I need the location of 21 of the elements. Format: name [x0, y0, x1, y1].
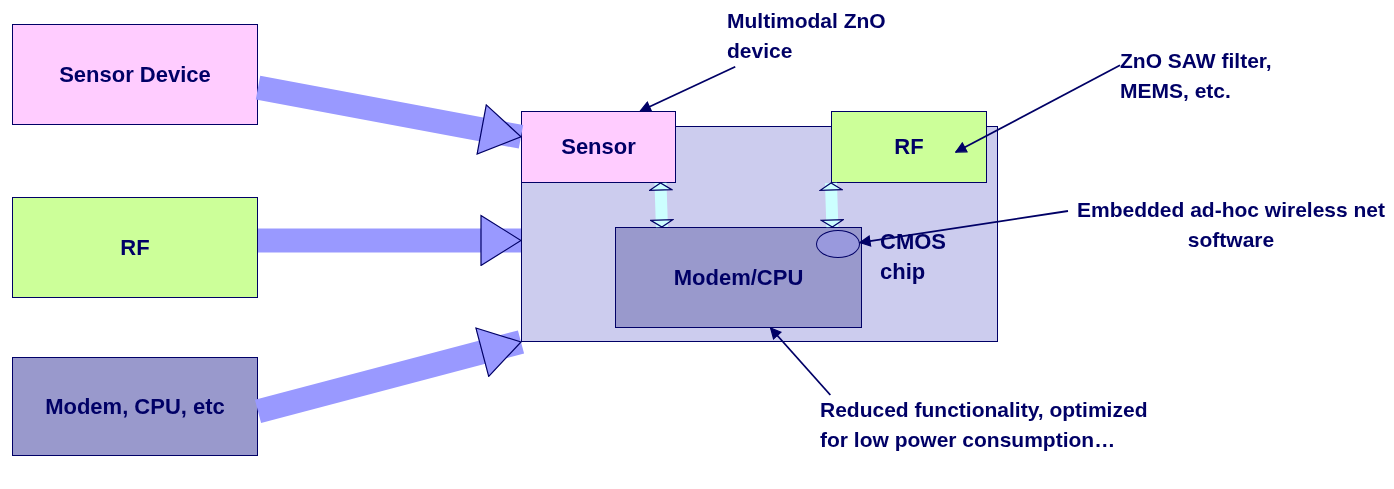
leader-line: [954, 64, 1121, 153]
block-arrow: [258, 214, 522, 267]
component-box: Sensor: [521, 111, 676, 183]
leader-line: [639, 65, 737, 112]
callout-text: Multimodal ZnO device: [727, 6, 892, 70]
double-arrow: [819, 182, 844, 228]
device-box: RF: [12, 197, 258, 298]
callout-text: ZnO SAW filter, MEMS, etc.: [1120, 46, 1340, 110]
processor-box: Modem/CPU: [615, 227, 862, 328]
callout-text: Reduced functionality, optimized for low power consumption…: [820, 395, 1165, 489]
callout-text: Embedded ad-hoc wireless net software: [1068, 195, 1394, 259]
double-arrow: [649, 182, 674, 228]
chip-label: CMOS chip: [880, 228, 947, 286]
leader-line: [769, 327, 832, 396]
software-ellipse: [816, 230, 860, 258]
leader-line: [859, 210, 1069, 247]
component-box: RF: [831, 111, 987, 183]
device-box: Modem, CPU, etc: [12, 357, 258, 456]
device-box: Sensor Device: [12, 24, 258, 125]
block-arrow: [255, 75, 524, 155]
block-arrow: [254, 327, 525, 424]
